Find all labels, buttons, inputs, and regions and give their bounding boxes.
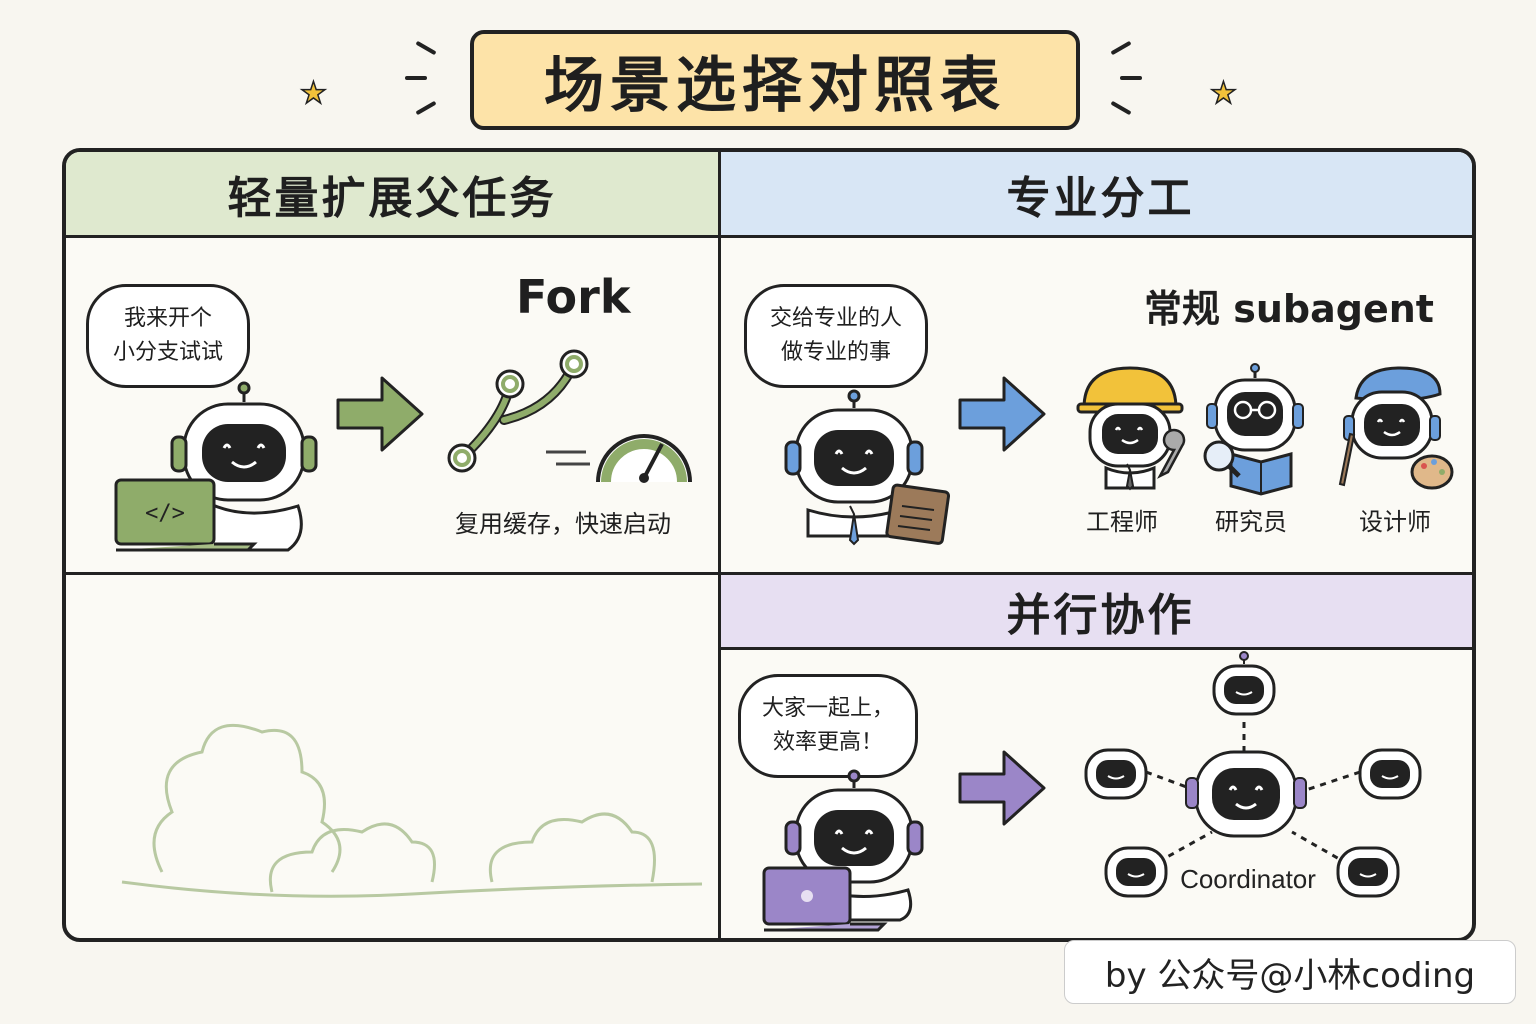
header-subagent: 专业分工: [721, 152, 1472, 238]
robot-icon: [784, 769, 924, 922]
scenery-illustration: [121, 723, 703, 898]
hardhat-icon: [1082, 366, 1178, 410]
arrow-right-icon: [336, 376, 424, 452]
paintbrush-icon: [1338, 432, 1356, 487]
robot-icon: [1338, 366, 1454, 490]
laptop-icon: [762, 866, 888, 932]
role-label-engineer: 工程师: [1086, 508, 1158, 536]
star-icon: ★: [299, 75, 327, 112]
subagent-title: 常规 subagent: [1144, 287, 1434, 331]
magnifier-icon: [1203, 440, 1241, 478]
title-banner: 场景选择对照表: [470, 30, 1080, 130]
wrench-icon: [1157, 428, 1186, 479]
robot-icon: [1212, 651, 1276, 716]
robot-icon: [1185, 750, 1307, 838]
title-area: ★ ★ 场景选择对照表: [299, 18, 1240, 130]
robot-icon: [170, 381, 318, 552]
header-parallel: 并行协作: [721, 572, 1472, 650]
divider-horizontal: [66, 572, 718, 575]
speedometer-icon: [546, 434, 692, 483]
sparkle-dash: [1120, 76, 1142, 80]
sparkle-dash: [415, 100, 437, 116]
bubble-line: 做专业的事: [780, 340, 891, 365]
star-icon: ★: [1209, 75, 1237, 112]
coordinator-network: Coordinator: [1084, 651, 1422, 898]
tie-icon: [1125, 463, 1135, 491]
bubble-line: 效率更高！: [772, 730, 883, 755]
robot-icon: [784, 389, 924, 546]
coordinator-label: Coordinator: [1180, 864, 1316, 894]
bubble-line: 大家一起上，: [761, 696, 894, 721]
sparkle-dash: [1110, 100, 1132, 116]
tie-icon: [848, 505, 860, 546]
page-title: 场景选择对照表: [544, 50, 1006, 121]
fork-caption: 复用缓存，快速启动: [455, 510, 671, 538]
robot-icon: [1076, 366, 1186, 491]
divider-vertical: [718, 152, 721, 938]
sparkle-dash: [405, 76, 427, 80]
laptop-code-label: </>: [145, 501, 185, 526]
speech-bubble-fork: 我来开个 小分支试试: [86, 284, 250, 388]
robot-icon: [1358, 748, 1422, 800]
arrow-right-icon: [958, 750, 1046, 826]
robot-icon: [1084, 748, 1148, 800]
robot-icon: [1203, 363, 1304, 496]
bubble-line: 交给专业的人: [769, 306, 902, 331]
role-label-researcher: 研究员: [1215, 508, 1287, 536]
robot-icon: [1104, 846, 1168, 898]
laptop-icon: </>: [114, 478, 258, 552]
robot-icon: [1336, 846, 1400, 898]
comparison-board: 轻量扩展父任务 专业分工 并行协作 我来开个 小分支试试 </> Fork: [62, 148, 1476, 942]
role-label-designer: 设计师: [1359, 508, 1431, 536]
bubble-line: 我来开个: [123, 306, 212, 331]
branch-icon: [447, 349, 589, 473]
speech-bubble-parallel: 大家一起上， 效率更高！: [738, 674, 918, 778]
speech-bubble-subagent: 交给专业的人 做专业的事: [744, 284, 928, 388]
glasses-icon: [1233, 400, 1277, 420]
sparkle-dash: [1110, 40, 1132, 56]
arrow-right-icon: [958, 376, 1046, 452]
credit-watermark: by 公众号@小林coding: [1064, 940, 1516, 1004]
header-fork: 轻量扩展父任务: [66, 152, 718, 238]
clipboard-icon: [885, 483, 951, 545]
bubble-line: 小分支试试: [112, 340, 223, 365]
sparkle-dash: [415, 40, 437, 56]
fork-title: Fork: [516, 270, 631, 324]
